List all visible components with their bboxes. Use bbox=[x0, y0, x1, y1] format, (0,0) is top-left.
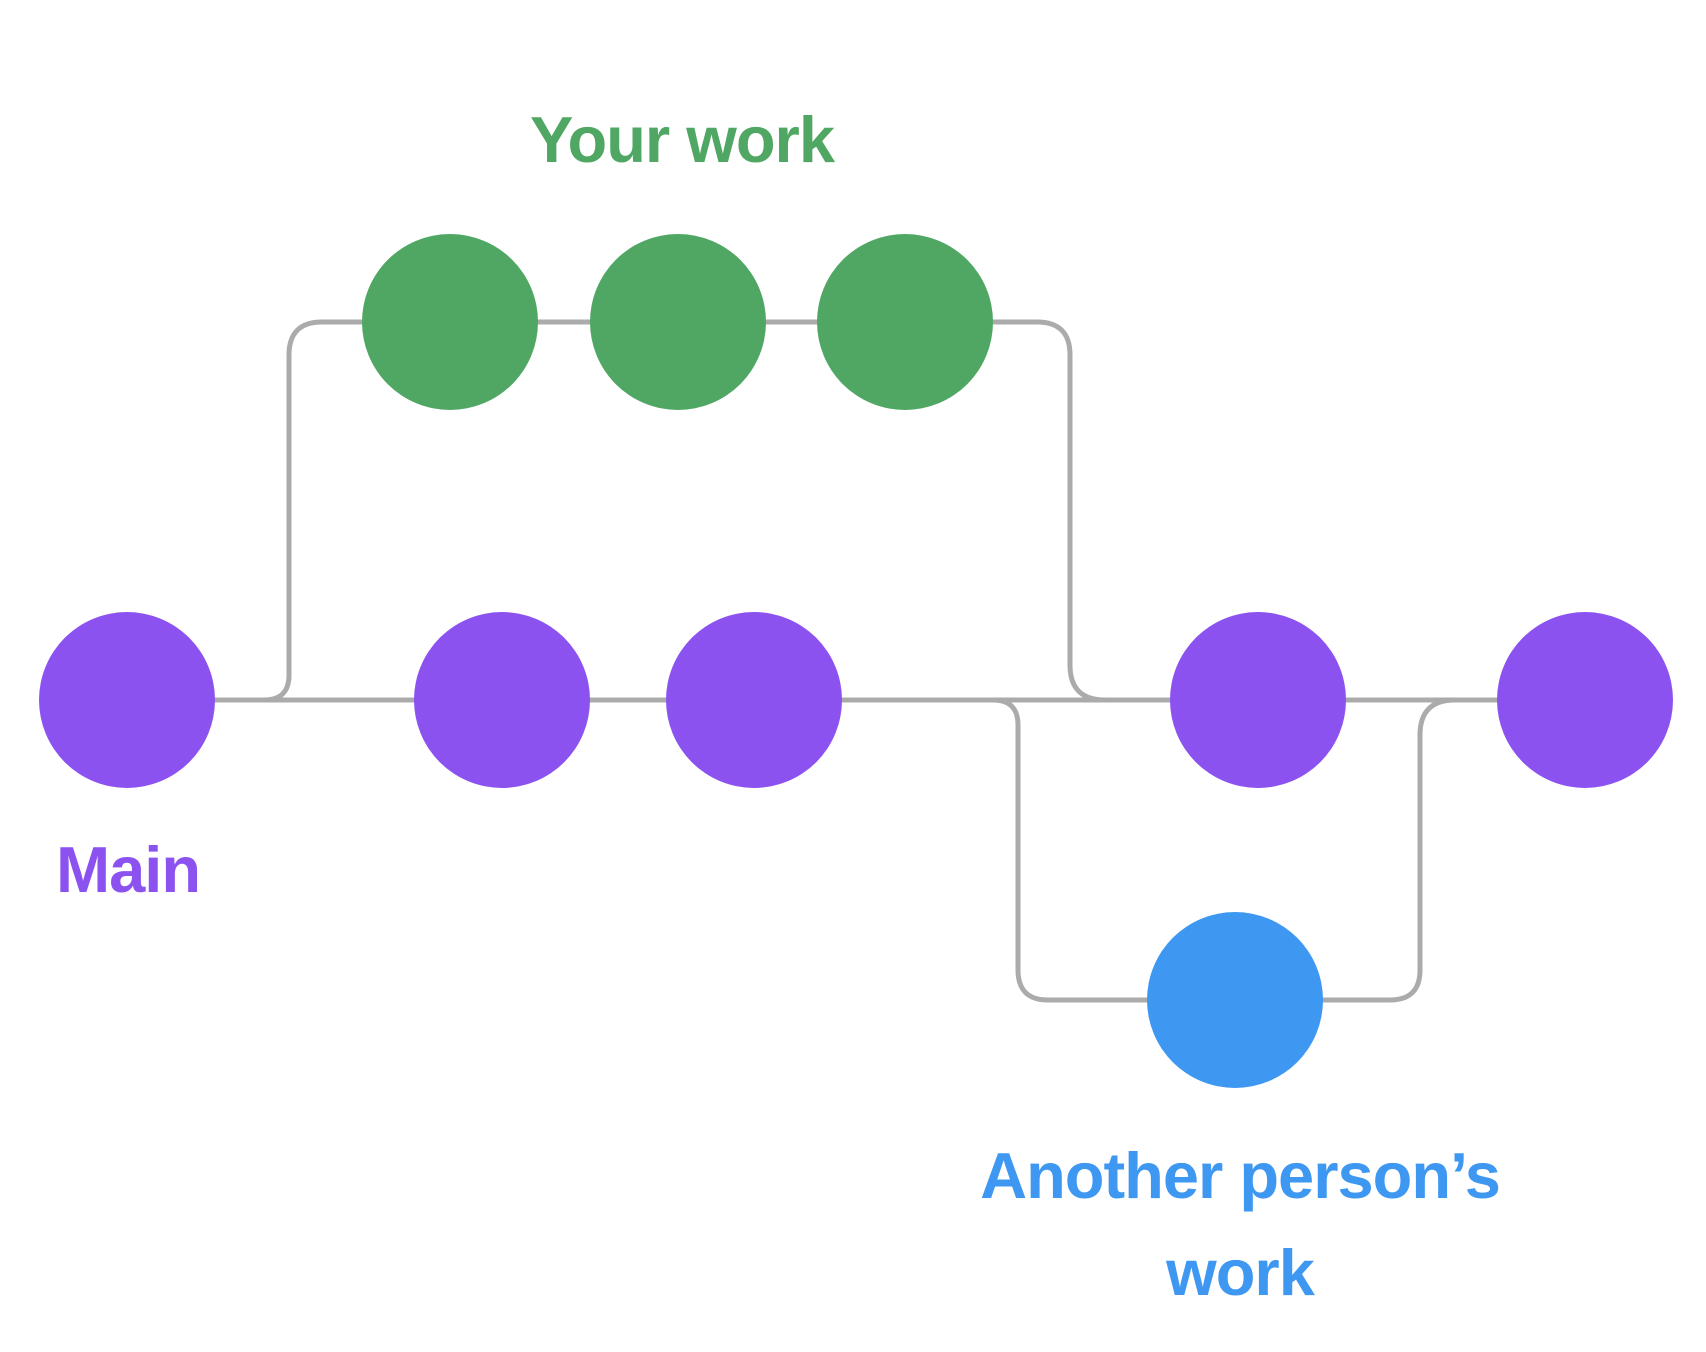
commit-node-main bbox=[414, 612, 590, 788]
another-persons-work-label-line1: Another person’s bbox=[980, 1139, 1500, 1212]
commit-node-your-work bbox=[590, 234, 766, 410]
commit-node-main bbox=[1170, 612, 1346, 788]
commit-node-main bbox=[666, 612, 842, 788]
commit-nodes bbox=[39, 234, 1673, 1088]
commit-node-main bbox=[39, 612, 215, 788]
another-persons-work-label-line2: work bbox=[1165, 1236, 1316, 1309]
your-work-label: Your work bbox=[530, 103, 836, 176]
main-label: Main bbox=[56, 833, 200, 906]
commit-node-your-work bbox=[362, 234, 538, 410]
commit-node-main bbox=[1497, 612, 1673, 788]
connector-lines bbox=[124, 319, 1588, 1003]
commit-node-your-work bbox=[817, 234, 993, 410]
commit-node-another-persons-work bbox=[1147, 912, 1323, 1088]
